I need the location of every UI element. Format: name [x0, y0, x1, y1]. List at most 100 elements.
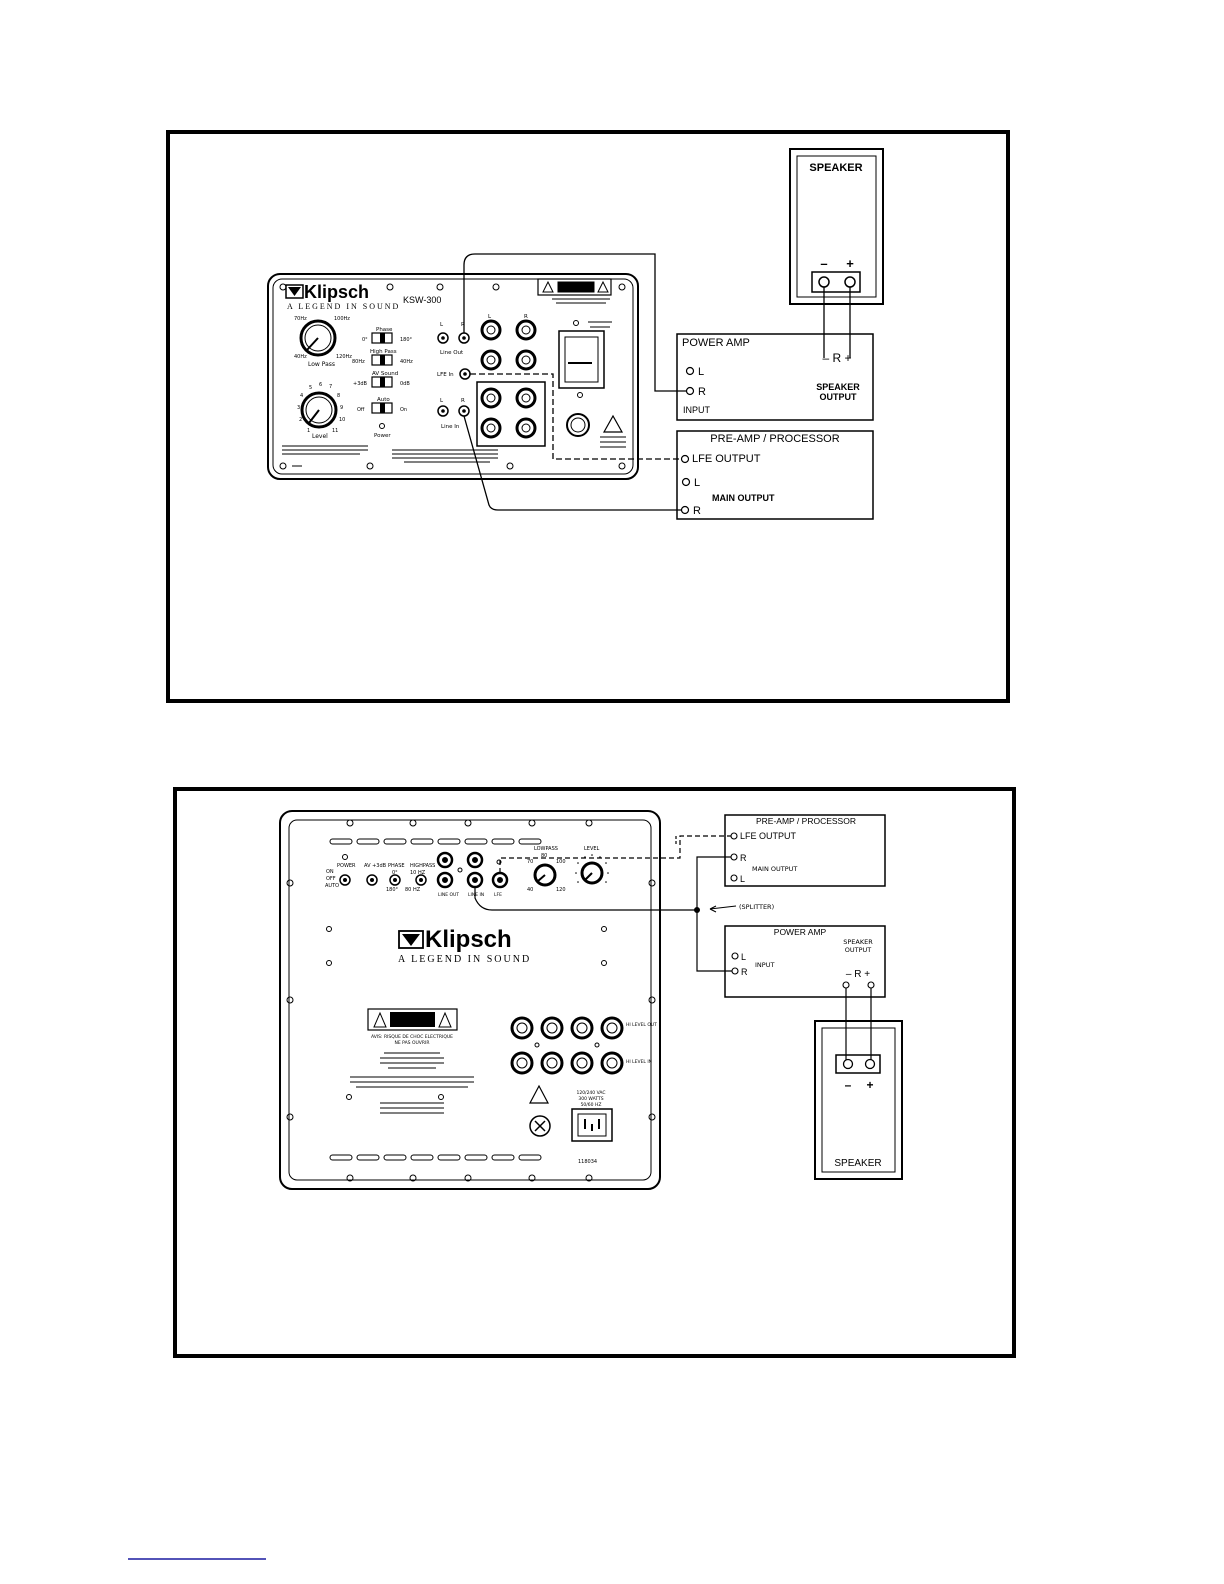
phase1-label: Phase [376, 327, 393, 333]
low-pass-knob-1: 70Hz 100Hz 40Hz 120Hz Low Pass [294, 316, 352, 368]
auto1-off: Off [357, 407, 365, 413]
panel-1-screws [279, 283, 626, 470]
diagram-1-frame [166, 130, 1010, 703]
power-amp-1-r: R [698, 386, 706, 398]
warning-label-1 [537, 278, 612, 304]
wire-line-in-to-splitter [474, 887, 697, 911]
subwoofer-panel-1: Klipsch A LEGEND IN SOUND KSW-300 70Hz 1… [267, 273, 639, 480]
onoff2-on: ON [326, 869, 334, 875]
panel-1-tagline: A LEGEND IN SOUND [287, 302, 400, 311]
phase2-label: PHASE [388, 863, 405, 869]
panel-1-model: KSW-300 [403, 295, 441, 305]
controls-row-2: POWER ON OFF AUTO AV +3dB PHASE 0° 180° … [325, 854, 435, 893]
line-out-r-jack-2 [436, 871, 454, 889]
av1-plus3: +3dB [353, 381, 368, 387]
phase1-0: 0° [362, 337, 368, 343]
lfein1-label: LFE In [437, 372, 454, 378]
panel-1-fine-print [282, 445, 498, 467]
ac-section-2 [529, 1084, 613, 1142]
onoff2-auto: AUTO [325, 883, 339, 889]
av1-0: 0dB [400, 381, 410, 387]
preamp-1-lfe-output: LFE OUTPUT [692, 453, 761, 465]
line-in-l-jack-1 [437, 405, 449, 417]
svg-text:7: 7 [329, 384, 332, 390]
svg-text:1: 1 [307, 428, 310, 434]
line-out-l-jack-1 [437, 332, 449, 344]
lp1-100: 100Hz [334, 316, 350, 322]
splitter-node [694, 907, 700, 913]
preamp-1-lfe-jack [680, 454, 690, 464]
splitter-arrow [709, 905, 737, 910]
power1-label: Power [374, 433, 391, 439]
diagram-1: SPEAKER – + POWER AMP L R INPUT – R + SP… [166, 130, 1010, 703]
panel-1-brand: Klipsch [304, 282, 369, 302]
preamp-1: PRE-AMP / PROCESSOR LFE OUTPUT L MAIN OU… [676, 430, 874, 520]
wire-lfe-dashed [470, 373, 681, 460]
speaker-2-plus: + [866, 1078, 873, 1092]
line-jacks-1: L R Line Out LFE In L R Line In [437, 322, 471, 430]
svg-text:8: 8 [337, 393, 340, 399]
wire-splitter-to-preamp [696, 856, 731, 910]
preamp-2-main-output: MAIN OUTPUT [752, 865, 797, 873]
switches-1: Phase 0° 180° High Pass 80Hz 40Hz AV Sou… [352, 327, 413, 439]
wire-line-out-to-power-amp [463, 253, 687, 392]
lowpass-knob-2: LOWPASS 80 70 100 40 120 [527, 846, 566, 893]
power-amp-1-input: INPUT [683, 405, 711, 415]
svg-text:10: 10 [339, 417, 345, 423]
svg-text:4: 4 [300, 393, 303, 399]
lp2-120: 120 [556, 887, 566, 893]
linein2-label: LINE IN [468, 892, 484, 898]
hp1-40: 40Hz [400, 359, 413, 365]
hp2-80: 80 HZ [405, 887, 421, 893]
fuse-holder-2 [529, 1115, 551, 1137]
svg-text:3: 3 [297, 405, 300, 411]
hp1-label: High Pass [370, 349, 397, 355]
diagram-2-frame [173, 787, 1016, 1358]
hp1-80: 80Hz [352, 359, 365, 365]
preamp-1-l: L [694, 477, 700, 489]
phase1-180: 180° [400, 337, 413, 343]
phase2-0: 0° [392, 870, 398, 876]
power2-label: POWER [337, 863, 356, 869]
power-amp-2-l: L [741, 952, 746, 962]
wire-lfe-dashed-2 [499, 835, 731, 873]
klipsch-logo-2: Klipsch A LEGEND IN SOUND [398, 926, 531, 965]
ac-inlet-1 [558, 320, 626, 448]
subwoofer-panel-2: POWER ON OFF AUTO AV +3dB PHASE 0° 180° … [279, 810, 661, 1190]
speaker-2-title: SPEAKER [834, 1158, 881, 1169]
splitter-label: (SPLITTER) [739, 903, 774, 911]
warning2-line: AVIS: RISQUE DE CHOC ELECTRIQUE [371, 1034, 453, 1040]
power-amp-1-l: L [698, 366, 704, 378]
level-ticks-1: 1 2 3 4 5 6 7 8 9 10 11 [297, 382, 345, 434]
fuse-holder-1 [566, 413, 590, 437]
speaker-1-terminal-block [811, 271, 861, 293]
highpass-switch-2 [415, 874, 427, 886]
lfe2-label: LFE [494, 892, 502, 898]
level2-label: LEVEL [584, 846, 600, 852]
av-switch-2 [366, 874, 378, 886]
lp2-100: 100 [556, 859, 566, 865]
auto1-label: Auto [377, 397, 390, 403]
preamp-1-main-output: MAIN OUTPUT [712, 493, 775, 503]
preamp-2: PRE-AMP / PROCESSOR LFE OUTPUT R MAIN OU… [724, 814, 886, 887]
partno2: 118034 [578, 1159, 597, 1165]
level1-label: Level [312, 433, 328, 440]
preamp-1-r: R [693, 505, 701, 517]
hp2-label: HIGHPASS [410, 863, 435, 869]
power-amp-2-minus-r-plus: – R + [846, 969, 870, 980]
power-amp-2-title: POWER AMP [774, 927, 827, 937]
wire-splitter-to-poweramp [696, 910, 732, 972]
voltage2: 120/240 VAC [576, 1090, 605, 1096]
level-knob-2: LEVEL [575, 846, 609, 885]
line-out-l-jack-2 [436, 851, 454, 869]
lineout1-r: R [461, 322, 465, 328]
line-in-l-jack-2 [466, 851, 484, 869]
panel-2-tagline: A LEGEND IN SOUND [398, 954, 531, 965]
wires-1 [463, 253, 851, 511]
power-amp-1-title: POWER AMP [682, 337, 750, 349]
lp2-label: LOWPASS [534, 846, 558, 852]
linein1-l: L [440, 398, 444, 404]
linein1-label: Line In [441, 424, 460, 430]
lp1-min: 40Hz [294, 354, 307, 360]
